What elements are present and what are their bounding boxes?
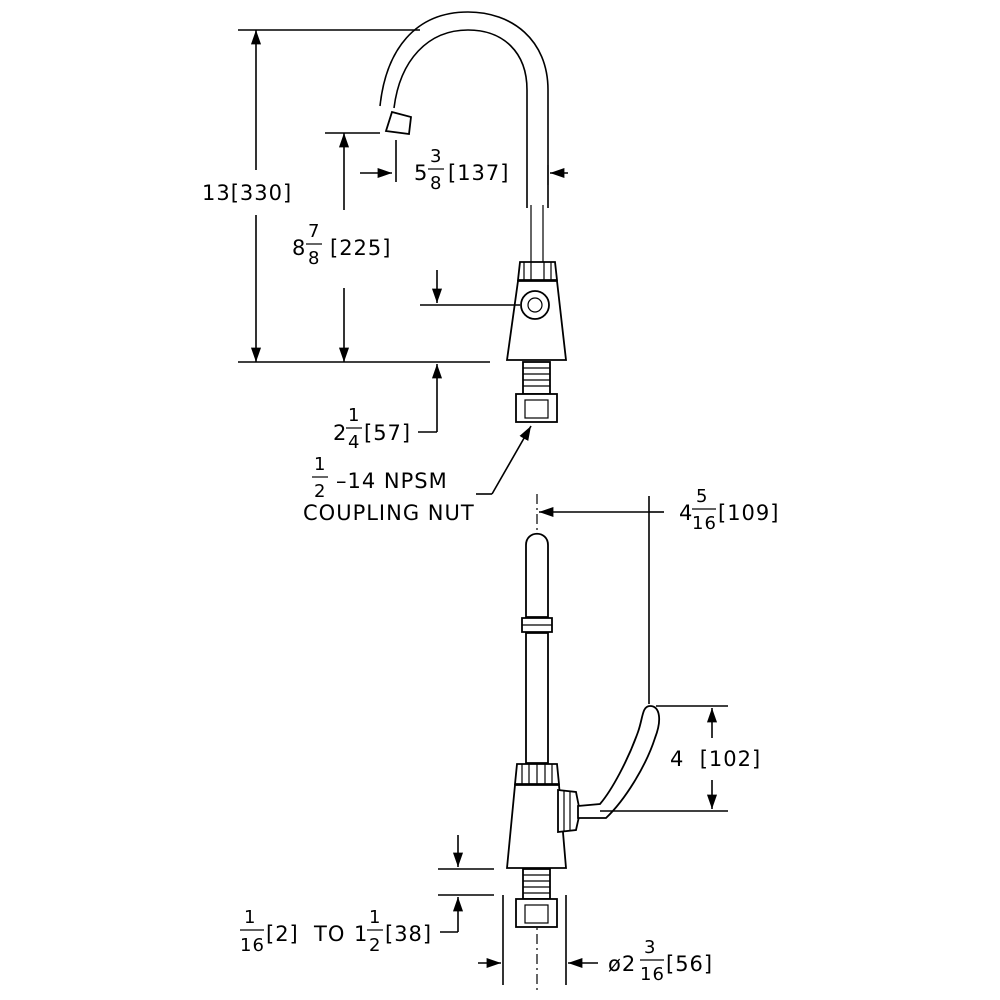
spout-collar (516, 261, 559, 281)
handle-height-label: 4 [102] (670, 747, 761, 771)
front-shank (522, 868, 551, 900)
spout-height-whole: 8 (292, 236, 306, 260)
base-diameter-den: 16 (640, 964, 665, 985)
dim-shank-length: 2 1 4 [57] (333, 364, 443, 453)
dim-spout-reach: 5 3 8 [137] (360, 140, 568, 194)
handle-reach-whole: 4 (679, 501, 693, 525)
thread-den: 2 (314, 481, 326, 502)
wrist-blade-handle (577, 705, 661, 819)
front-view-faucet (506, 532, 661, 928)
base-diameter-num: 3 (644, 937, 656, 958)
coupling-nut (515, 393, 558, 423)
front-body (506, 784, 567, 869)
coupling-nut-callout: 1 2 –14 NPSM COUPLING NUT (303, 425, 532, 525)
side-view-faucet (379, 11, 568, 423)
spout-reach-metric: [137] (448, 161, 509, 185)
dim-base-diameter: ø2 3 16 [56] (478, 895, 713, 985)
overall-height-label: 13[330] (202, 181, 292, 205)
deck-a-den: 16 (240, 935, 265, 956)
shank-length-metric: [57] (364, 421, 411, 445)
deck-a-metric: [2] (266, 922, 299, 946)
shank (522, 361, 551, 395)
thread-num: 1 (314, 454, 326, 475)
deck-b-whole: 1 (354, 922, 368, 946)
base-diameter-prefix: ø2 (608, 952, 636, 976)
handle-hub (520, 290, 550, 320)
shank-length-num: 1 (348, 405, 360, 426)
deck-b-metric: [38] (385, 922, 432, 946)
dim-spout-height: 8 7 8 [225] (292, 132, 391, 362)
spout-height-den: 8 (308, 248, 320, 269)
aerator-tip (384, 110, 412, 136)
shank-length-den: 4 (348, 432, 360, 453)
dim-deck-range: 1 16 [2] TO 1 1 2 [38] (240, 835, 494, 956)
shank-length-whole: 2 (333, 421, 347, 445)
handle-reach-num: 5 (696, 486, 708, 507)
spout-reach-whole: 5 (414, 161, 428, 185)
front-coupling-nut (515, 898, 558, 928)
handle-reach-metric: [109] (718, 501, 779, 525)
deck-b-den: 2 (369, 935, 381, 956)
deck-a-num: 1 (244, 907, 256, 928)
spout-reach-num: 3 (430, 146, 442, 167)
deck-to: TO (313, 922, 345, 946)
dim-handle-reach: 4 5 16 [109] (539, 486, 779, 704)
coupling-nut-label: COUPLING NUT (303, 501, 475, 525)
spout-reach-den: 8 (430, 173, 442, 194)
handle-reach-den: 16 (692, 513, 717, 534)
dim-handle-height: 4 [102] (600, 705, 761, 812)
base-diameter-metric: [56] (666, 952, 713, 976)
spout-height-metric: [225] (330, 236, 391, 260)
front-spout-tube (525, 532, 549, 618)
spout-height-num: 7 (308, 221, 320, 242)
front-handle-hub (557, 788, 581, 834)
deck-b-num: 1 (369, 907, 381, 928)
thread-spec: –14 NPSM (336, 469, 448, 493)
dim-overall-height: 13[330] (202, 30, 292, 362)
gooseneck-spout (393, 29, 528, 208)
